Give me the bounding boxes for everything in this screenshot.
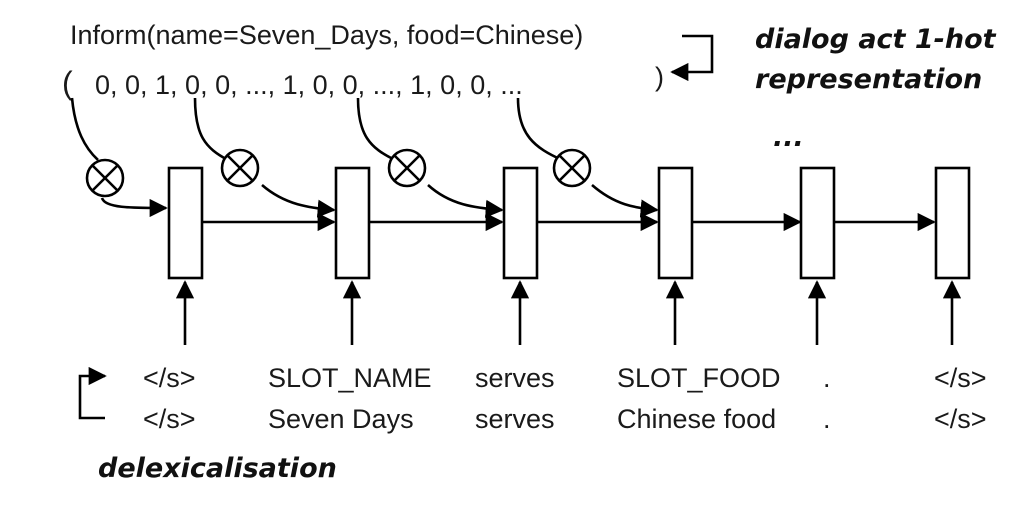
delexicalisation-label: delexicalisation: [98, 453, 337, 484]
lex-token: </s>: [143, 404, 196, 434]
lex-token: Seven Days: [268, 404, 414, 434]
lex-token: .: [823, 404, 831, 434]
lstm-cell: [657, 166, 694, 280]
dialog-act-gate: [387, 148, 427, 188]
lstm-cell: [502, 166, 539, 280]
vector-to-gate-curve: [70, 97, 99, 161]
delex-token: SLOT_NAME: [268, 363, 432, 393]
delex-token: </s>: [143, 363, 196, 393]
vector-to-gate-curve: [516, 97, 563, 162]
dialog-act-gate: [85, 158, 125, 198]
dialog-act-gate: [552, 148, 592, 188]
lstm-cell: [334, 166, 371, 280]
one-hot-label-line2: representation: [755, 64, 982, 95]
lstm-cell: [167, 166, 204, 280]
one-hot-label-line1: dialog act 1-hot: [755, 24, 997, 55]
delex-token: serves: [475, 363, 555, 393]
gate-to-cell-arrow: [427, 184, 504, 218]
vector-open-bracket: (: [62, 65, 73, 101]
vector-close-bracket: ): [655, 62, 664, 92]
lstm-cell: [799, 166, 836, 280]
delex-token: SLOT_FOOD: [617, 363, 781, 393]
lstm-cell: [934, 166, 971, 280]
dialog-act-text: Inform(name=Seven_Days, food=Chinese): [70, 20, 583, 50]
dialog-act-to-vector-arrow: [670, 34, 714, 82]
gate-to-cell-arrow: [261, 184, 336, 218]
dialog-act-gate: [220, 148, 260, 188]
lex-token: serves: [475, 404, 555, 434]
delexicalisation-arrow: [78, 366, 107, 420]
lex-token: </s>: [934, 404, 987, 434]
one-hot-vector-text: 0, 0, 1, 0, 0, ..., 1, 0, 0, ..., 1, 0, …: [95, 70, 523, 100]
delex-token: .: [823, 363, 831, 393]
vector-to-gate-curve: [356, 97, 396, 162]
vector-to-gate-curve: [193, 97, 229, 162]
gate-to-cell-arrow: [100, 197, 168, 218]
lex-token: Chinese food: [617, 404, 776, 434]
delex-token: </s>: [934, 363, 987, 393]
gate-to-cell-arrow: [591, 184, 659, 218]
ellipsis-label: ...: [773, 122, 804, 153]
